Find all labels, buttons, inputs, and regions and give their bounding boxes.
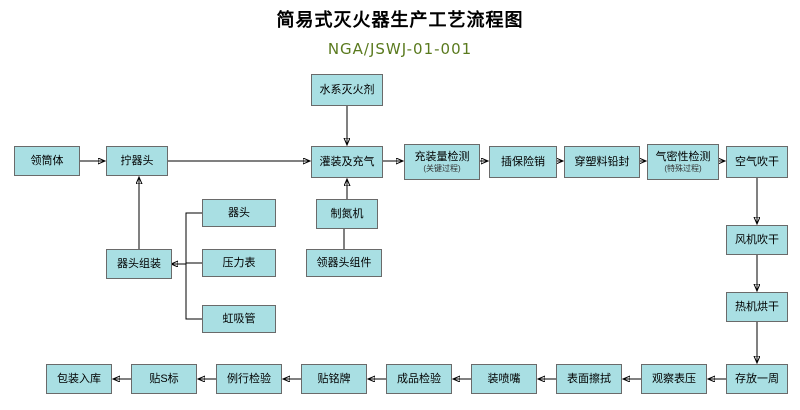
node-label: 插保险销 <box>501 155 545 168</box>
process-node-surface_wipe[interactable]: 表面擦拭 <box>556 364 622 394</box>
node-label: 热机烘干 <box>735 300 779 313</box>
node-label: 拧器头 <box>120 154 154 167</box>
node-label: 表面擦拭 <box>567 372 611 385</box>
process-node-store_week[interactable]: 存放一周 <box>726 364 788 394</box>
node-label: 风机吹干 <box>735 233 779 246</box>
node-label: 压力表 <box>222 256 256 269</box>
document-code: NGA/JSWJ-01-001 <box>327 40 473 58</box>
process-node-fan_dry[interactable]: 风机吹干 <box>726 225 788 255</box>
process-node-batch_check[interactable]: 例行检验 <box>216 364 282 394</box>
node-label: 气密性检测 <box>655 150 711 163</box>
node-label: 存放一周 <box>735 372 779 385</box>
node-label: 灌装及充气 <box>319 155 375 168</box>
process-node-nozzle[interactable]: 装喷嘴 <box>471 364 537 394</box>
node-sublabel: (关键过程) <box>423 164 461 174</box>
process-node-cylinder[interactable]: 领筒体 <box>14 146 80 176</box>
node-label: 成品检验 <box>397 372 441 385</box>
process-node-obs_press[interactable]: 观察表压 <box>641 364 707 394</box>
process-node-head_assy[interactable]: 器头组装 <box>106 249 172 279</box>
process-node-safety_pin[interactable]: 插保险销 <box>489 146 557 178</box>
process-node-pressure_g[interactable]: 压力表 <box>202 249 276 277</box>
node-label: 器头组装 <box>117 257 161 270</box>
node-label: 领器头组件 <box>316 256 372 269</box>
node-label: 领筒体 <box>30 154 64 167</box>
node-sublabel: (特殊过程) <box>664 164 702 174</box>
process-node-siphon[interactable]: 虹吸管 <box>202 305 276 333</box>
process-node-screw_valve[interactable]: 拧器头 <box>106 146 168 176</box>
node-label: 贴铭牌 <box>317 372 351 385</box>
process-node-final_check[interactable]: 成品检验 <box>386 364 452 394</box>
process-node-valve_head[interactable]: 器头 <box>202 199 276 227</box>
process-node-seal[interactable]: 穿塑料铅封 <box>564 146 640 178</box>
node-label: 制氮机 <box>330 207 364 220</box>
process-node-pack_store[interactable]: 包装入库 <box>46 364 112 394</box>
node-label: 贴S标 <box>149 372 179 385</box>
process-node-water_agent[interactable]: 水系灭火剂 <box>311 74 383 106</box>
process-node-air_dry[interactable]: 空气吹干 <box>726 146 788 178</box>
node-label: 装喷嘴 <box>487 372 521 385</box>
node-label: 充装量检测 <box>414 150 470 163</box>
process-node-fill_charge[interactable]: 灌装及充气 <box>311 146 383 178</box>
process-node-nitrogen[interactable]: 制氮机 <box>316 199 378 229</box>
node-label: 包装入库 <box>57 372 101 385</box>
connector-bus-valvehead <box>185 212 202 264</box>
node-label: 空气吹干 <box>735 155 779 168</box>
process-node-head_parts[interactable]: 领器头组件 <box>306 249 382 277</box>
node-label: 观察表压 <box>652 372 696 385</box>
node-label: 虹吸管 <box>222 312 256 325</box>
process-node-heat_dry[interactable]: 热机烘干 <box>726 292 788 322</box>
node-label: 水系灭火剂 <box>319 83 375 96</box>
connector-bus-siphon <box>185 264 202 320</box>
page-title: 简易式灭火器生产工艺流程图 <box>276 10 524 30</box>
node-label: 器头 <box>228 206 250 219</box>
process-node-airtight[interactable]: 气密性检测(特殊过程) <box>647 144 719 180</box>
process-node-s_mark[interactable]: 贴S标 <box>131 364 197 394</box>
process-node-nameplate[interactable]: 贴铭牌 <box>301 364 367 394</box>
connector-bus-pressure <box>185 262 202 264</box>
process-node-fill_check[interactable]: 充装量检测(关键过程) <box>404 144 480 180</box>
node-label: 穿塑料铅封 <box>574 155 630 168</box>
node-label: 例行检验 <box>227 372 271 385</box>
